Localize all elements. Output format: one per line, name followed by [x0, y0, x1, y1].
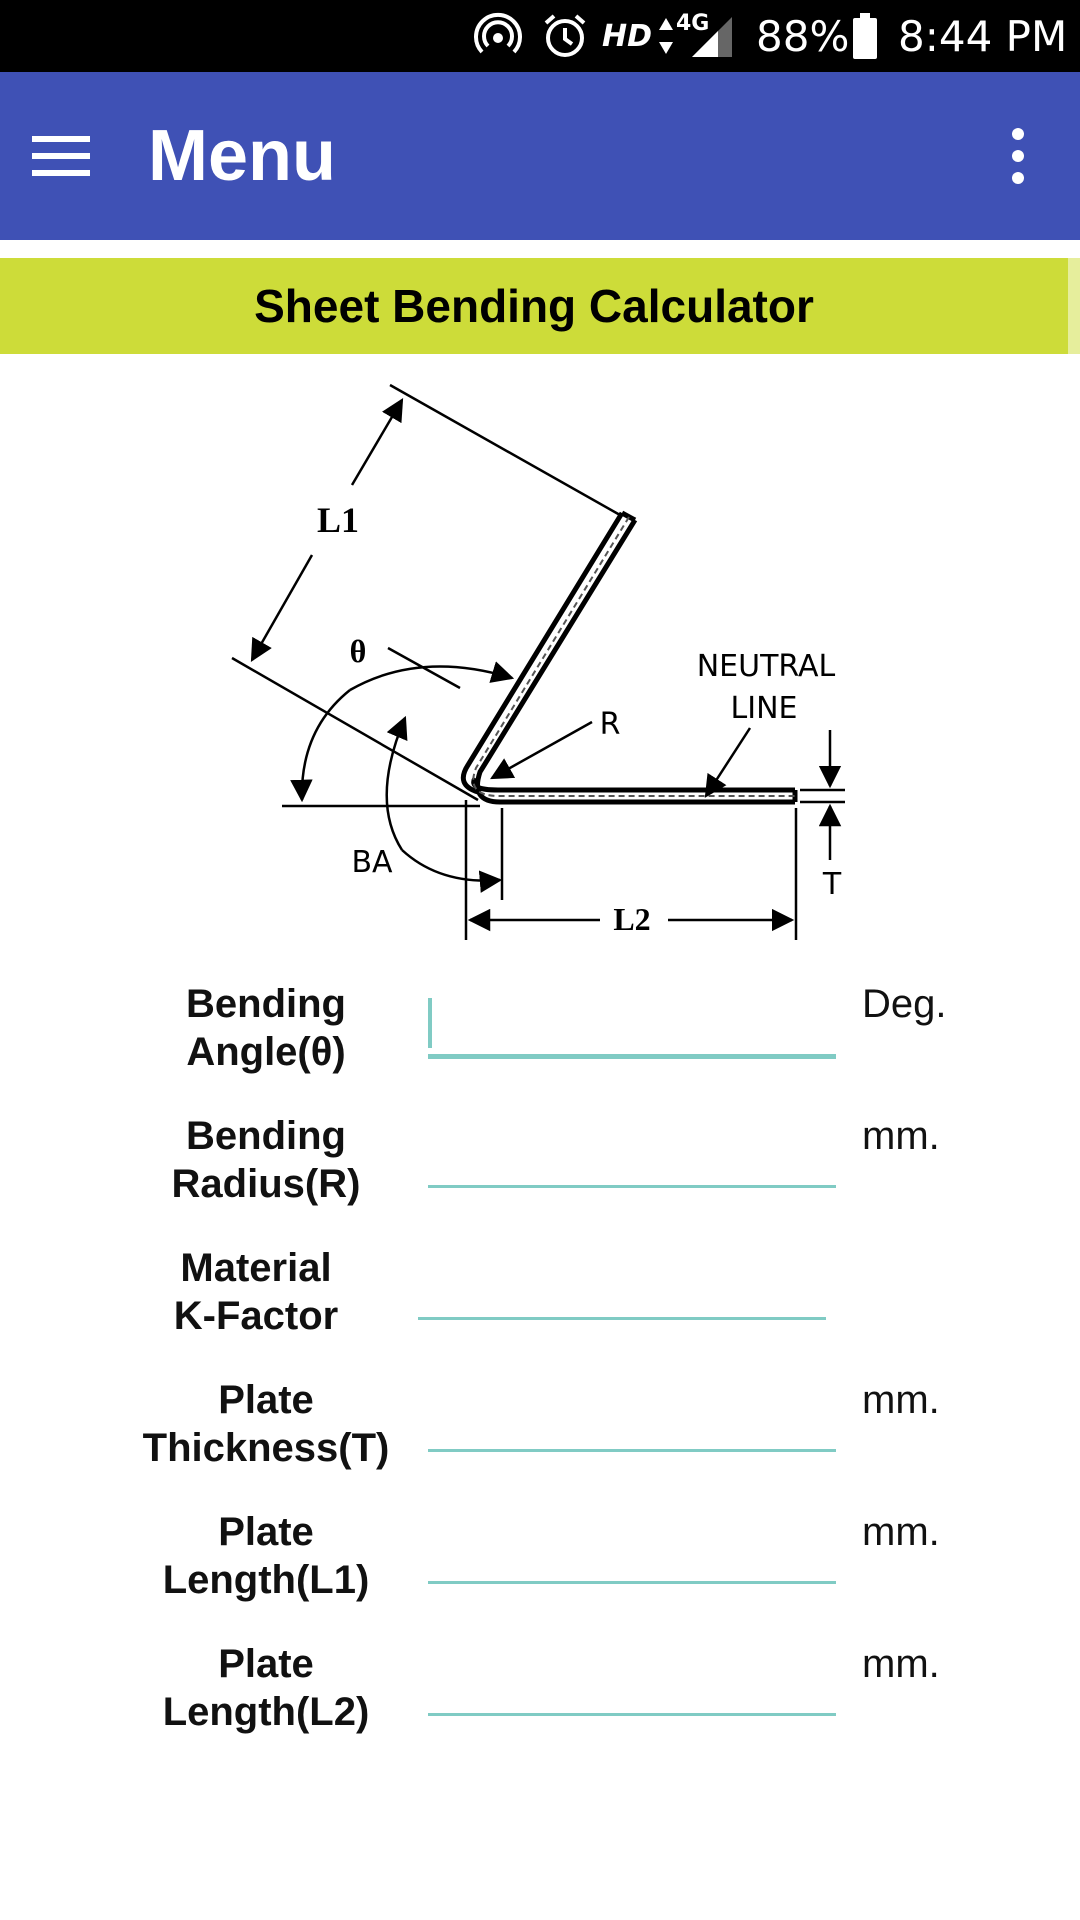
- diagram-label-line: LINE: [731, 691, 798, 726]
- diagram-label-theta: θ: [350, 633, 367, 669]
- plate-length-l1-unit: mm.: [862, 1510, 940, 1554]
- sheet-bending-diagram: L1 θ BA R NEUTRAL LINE T L2: [231, 383, 845, 940]
- bending-radius-underline: [428, 1185, 836, 1188]
- k-factor-row: Material K-Factor: [0, 1242, 1080, 1362]
- battery-icon: [852, 12, 878, 60]
- diagram-label-neutral: NEUTRAL: [697, 649, 836, 684]
- signal-type-label: 4G: [676, 10, 710, 36]
- plate-length-l2-row: Plate Length(L2) mm.: [0, 1638, 1080, 1758]
- battery-percent: 88%: [756, 11, 850, 61]
- neutral-line: [472, 516, 795, 797]
- app-bar: Menu: [0, 72, 1080, 240]
- app-title: Menu: [148, 116, 336, 196]
- bending-radius-row: Bending Radius(R) mm.: [0, 1110, 1080, 1230]
- plate-length-l1-input[interactable]: [428, 1528, 836, 1588]
- plate-thickness-label: Plate Thickness(T): [142, 1378, 390, 1470]
- bending-radius-unit: mm.: [862, 1114, 940, 1158]
- plate-thickness-unit: mm.: [862, 1378, 940, 1422]
- diagram-label-ba: BA: [351, 845, 393, 880]
- diagram-label-r: R: [600, 707, 621, 742]
- more-vertical-icon[interactable]: [988, 116, 1048, 196]
- clock-time: 8:44 PM: [898, 11, 1068, 61]
- bending-angle-row: Bending Angle(θ) Deg.: [0, 978, 1080, 1098]
- diagram-label-l2: L2: [613, 901, 650, 937]
- hamburger-menu-icon[interactable]: [22, 116, 102, 196]
- data-arrows-icon: [656, 12, 676, 60]
- status-bar: HD 4G 88% 8:44 PM: [0, 0, 1080, 72]
- k-factor-underline: [418, 1317, 826, 1320]
- plate-thickness-input[interactable]: [428, 1396, 836, 1456]
- bent-sheet: [460, 510, 798, 805]
- cell-signal-icon: [690, 12, 734, 60]
- bending-angle-label: Bending Angle(θ): [186, 982, 346, 1074]
- k-factor-input[interactable]: [418, 1264, 826, 1324]
- plate-length-l1-label: Plate Length(L1): [162, 1510, 370, 1602]
- plate-length-l2-underline: [428, 1713, 836, 1716]
- bending-radius-label: Bending Radius(R): [171, 1114, 361, 1206]
- k-factor-label: Material K-Factor: [173, 1246, 339, 1338]
- calculator-title: Sheet Bending Calculator: [254, 280, 814, 332]
- network-type-label: HD: [602, 18, 653, 54]
- bending-radius-input[interactable]: [428, 1132, 836, 1192]
- calculator-banner: Sheet Bending Calculator: [0, 258, 1068, 354]
- bending-angle-input[interactable]: [428, 1000, 836, 1060]
- alarm-icon: [540, 12, 590, 60]
- plate-length-l2-unit: mm.: [862, 1642, 940, 1686]
- plate-thickness-row: Plate Thickness(T) mm.: [0, 1374, 1080, 1494]
- diagram-label-t: T: [822, 867, 842, 902]
- plate-thickness-underline: [428, 1449, 836, 1452]
- plate-length-l1-row: Plate Length(L1) mm.: [0, 1506, 1080, 1626]
- plate-length-l1-underline: [428, 1581, 836, 1584]
- plate-length-l2-input[interactable]: [428, 1660, 836, 1720]
- hotspot-icon: [474, 12, 522, 60]
- diagram-label-l1: L1: [317, 500, 359, 540]
- banner-edge: [1068, 258, 1080, 354]
- bending-angle-unit: Deg.: [862, 982, 947, 1026]
- text-cursor: [428, 998, 432, 1048]
- plate-length-l2-label: Plate Length(L2): [162, 1642, 370, 1734]
- bending-angle-underline: [428, 1054, 836, 1059]
